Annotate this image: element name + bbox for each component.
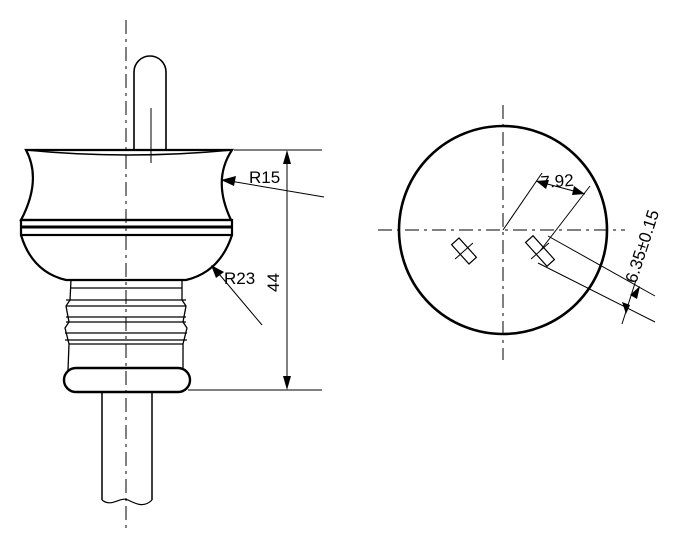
dimension-6-35 bbox=[537, 235, 656, 325]
cable-break bbox=[101, 498, 153, 506]
cable bbox=[101, 392, 153, 506]
upper-bowl-rim bbox=[25, 149, 233, 156]
dim44-arrow-top bbox=[283, 150, 291, 164]
dim792-ext-pin bbox=[539, 185, 591, 252]
pin-spacing-label: 7.92 bbox=[540, 171, 574, 192]
dim792-arrow-right bbox=[572, 186, 585, 195]
plug-front-view bbox=[378, 105, 656, 360]
r15-leader bbox=[221, 176, 325, 198]
r23-arrow bbox=[211, 265, 224, 278]
r23-label: R23 bbox=[224, 269, 255, 288]
pin-width-label: 6.35±0.15 bbox=[622, 208, 663, 286]
lower-bowl bbox=[19, 234, 234, 282]
dim635-arrow-lower bbox=[622, 302, 630, 314]
dim792-arrow-left bbox=[536, 180, 549, 189]
neck-outline-right bbox=[181, 280, 188, 370]
left-pin-axis bbox=[454, 242, 474, 260]
height-44-label: 44 bbox=[264, 273, 283, 292]
r23-leader bbox=[211, 265, 263, 326]
plug-side-view bbox=[19, 20, 325, 530]
dim635-ext-upper bbox=[547, 235, 656, 297]
neck-outline-left bbox=[64, 279, 72, 371]
bottom-band bbox=[62, 366, 192, 394]
dim635-ext-lower bbox=[537, 262, 656, 323]
r15-leader-line bbox=[223, 179, 325, 198]
r23-leader-line bbox=[213, 267, 263, 326]
dim635-line bbox=[621, 279, 637, 325]
r15-label: R15 bbox=[249, 168, 280, 187]
dimension-7-92 bbox=[502, 172, 591, 252]
upper-pin bbox=[133, 55, 167, 150]
dim792-ext-center bbox=[502, 172, 543, 231]
dim635-arrow-upper bbox=[630, 286, 640, 299]
r15-arrow bbox=[221, 176, 236, 186]
neck-rings bbox=[64, 279, 188, 371]
dim44-arrow-bottom bbox=[283, 376, 291, 390]
left-pin bbox=[450, 237, 478, 265]
dimension-44 bbox=[188, 149, 322, 391]
